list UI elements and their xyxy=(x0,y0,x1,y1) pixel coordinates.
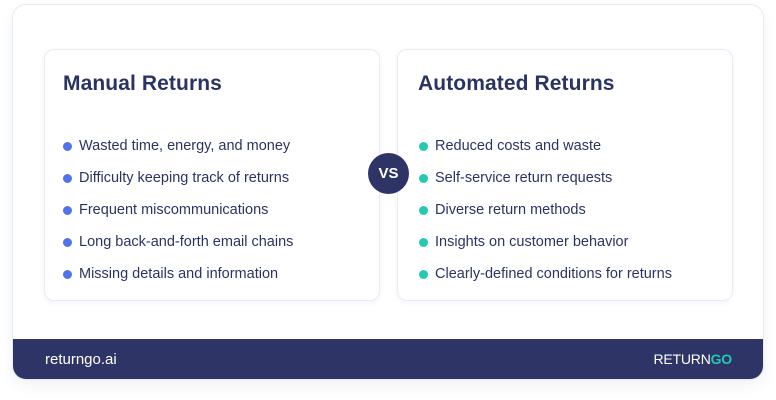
list-item: Self-service return requests xyxy=(419,162,672,194)
list-item: Reduced costs and waste xyxy=(419,130,672,162)
list-item: Diverse return methods xyxy=(419,194,672,226)
automated-returns-title: Automated Returns xyxy=(418,72,615,95)
bullet-dot-icon xyxy=(63,141,72,151)
list-item: Long back-and-forth email chains xyxy=(63,226,293,258)
bullet-dot-icon xyxy=(63,173,72,183)
vs-badge: VS xyxy=(368,153,409,194)
list-item: Insights on customer behavior xyxy=(419,226,672,258)
footer-bar: returngo.ai RETURNGO xyxy=(13,339,763,379)
bullet-dot-icon xyxy=(63,237,72,247)
list-item: Wasted time, energy, and money xyxy=(63,130,293,162)
website-link[interactable]: returngo.ai xyxy=(45,350,117,368)
returngo-logo: RETURNGO xyxy=(653,351,732,367)
list-item: Missing details and information xyxy=(63,258,293,290)
bullet-dot-icon xyxy=(419,237,428,247)
bullet-dot-icon xyxy=(419,141,428,151)
bullet-dot-icon xyxy=(419,269,428,279)
list-item: Difficulty keeping track of returns xyxy=(63,162,293,194)
comparison-panel: Manual Returns Wasted time, energy, and … xyxy=(12,4,764,380)
bullet-dot-icon xyxy=(63,269,72,279)
list-item: Clearly-defined conditions for returns xyxy=(419,258,672,290)
bullet-dot-icon xyxy=(419,205,428,215)
manual-returns-title: Manual Returns xyxy=(63,72,222,95)
bullet-dot-icon xyxy=(419,173,428,183)
automated-returns-card: Automated Returns Reduced costs and wast… xyxy=(397,49,733,301)
manual-returns-list: Wasted time, energy, and money Difficult… xyxy=(63,130,293,290)
list-item: Frequent miscommunications xyxy=(63,194,293,226)
automated-returns-list: Reduced costs and waste Self-service ret… xyxy=(419,130,672,290)
manual-returns-card: Manual Returns Wasted time, energy, and … xyxy=(44,49,380,301)
bullet-dot-icon xyxy=(63,205,72,215)
